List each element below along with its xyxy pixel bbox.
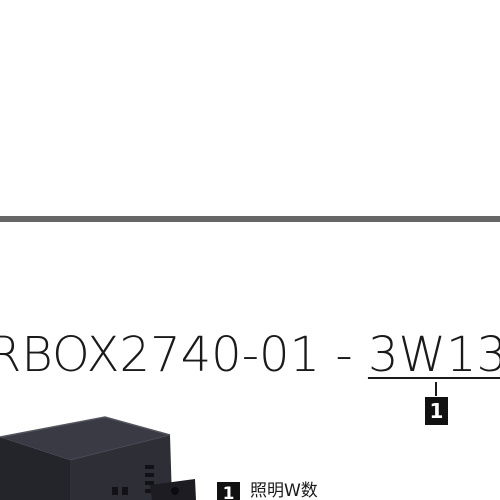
callout-badge: 1 — [425, 397, 448, 425]
callout-connector — [435, 382, 437, 396]
section-divider — [0, 216, 500, 222]
model-number-line: RBOX2740-01 - 3W13 — [0, 325, 500, 385]
legend-label: 照明W数 — [250, 481, 318, 500]
product-image — [0, 416, 196, 500]
model-separator: - — [320, 327, 368, 383]
model-option-code: 3W13 — [367, 327, 500, 383]
legend-badge: 1 — [217, 482, 240, 500]
model-code: RBOX2740-01 — [0, 327, 321, 383]
